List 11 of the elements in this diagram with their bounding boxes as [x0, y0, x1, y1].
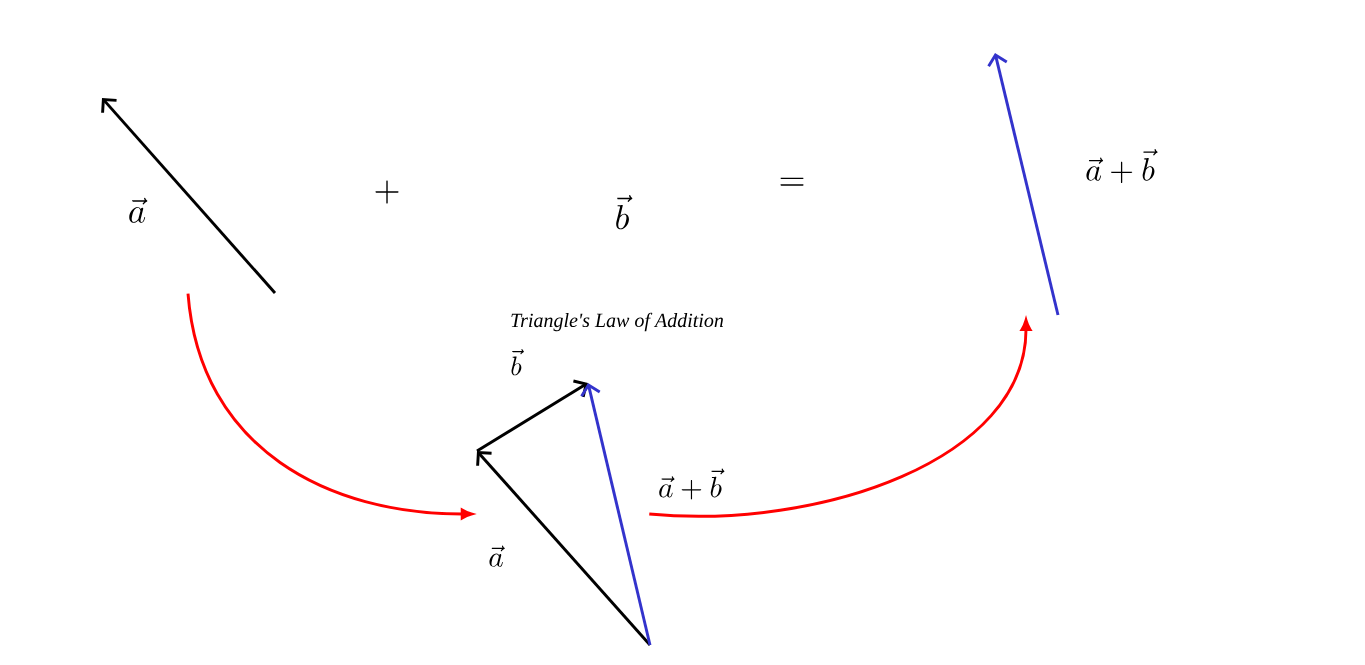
vector-drawing	[476, 379, 652, 646]
vector-label: $\vec{a}$	[489, 545, 505, 567]
vector-drawing	[101, 98, 277, 294]
vector-label: $\vec{a}$	[129, 197, 148, 223]
vector-label: $\vec{a}+\vec{b}$	[1086, 149, 1158, 183]
plus-sign: $+$	[375, 180, 399, 204]
law-title: Triangle's Law of Addition	[511, 312, 724, 332]
curved-arrow	[649, 318, 1032, 518]
vector-label: $\vec{b}$	[616, 195, 633, 230]
vector-drawing	[987, 53, 1060, 316]
equals-sign: $=$	[780, 177, 804, 186]
